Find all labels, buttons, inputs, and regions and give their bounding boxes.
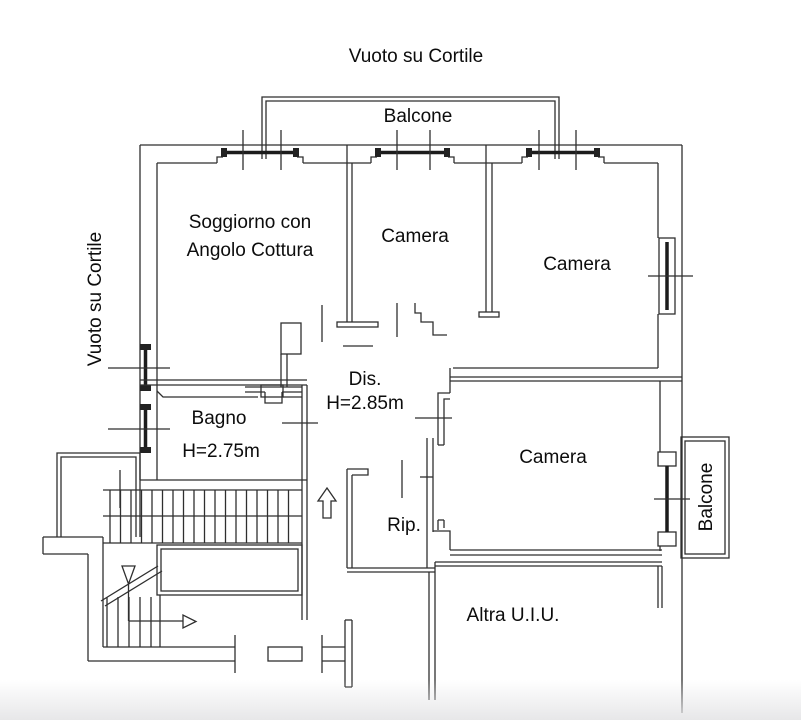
label-living-room: Soggiorno con Angolo Cottura xyxy=(160,209,340,265)
kitchen-pier xyxy=(245,322,302,404)
label-bathroom: Bagno xyxy=(191,408,247,429)
balcony-right-outline xyxy=(680,436,730,559)
label-bathroom-height: H=2.75m xyxy=(182,441,260,462)
stairwell xyxy=(100,489,303,647)
wall-living-south xyxy=(140,379,307,386)
bathroom-walls xyxy=(140,384,307,481)
wall-bedroom3-west xyxy=(433,392,451,550)
stair-direction-arrow-icon xyxy=(121,565,198,630)
label-bedroom-right: Camera xyxy=(543,254,611,275)
window-left-upper xyxy=(108,344,170,391)
label-living-room-line2: Angolo Cottura xyxy=(186,240,314,261)
storage-walls xyxy=(346,438,435,573)
entrance-up-arrow-icon xyxy=(316,486,338,519)
label-hallway: Dis. xyxy=(348,369,382,390)
balcony-top-outline xyxy=(261,96,560,159)
label-balcony-right: Balcone xyxy=(696,462,717,532)
other-unit-boundary xyxy=(428,561,663,700)
wall-bedroom3-south xyxy=(450,549,662,556)
label-courtyard-left: Vuoto su Cortile xyxy=(85,231,106,367)
exterior-walls xyxy=(139,144,683,713)
window-top-living xyxy=(221,130,299,170)
partition-living-bedroom1 xyxy=(336,145,379,328)
label-other-unit: Altra U.I.U. xyxy=(466,605,560,626)
partition-bedroom1-bedroom2 xyxy=(478,145,500,318)
door-right-bedroom3 xyxy=(654,451,690,547)
label-storage: Rip. xyxy=(387,515,421,536)
window-top-bedroom1 xyxy=(375,130,450,170)
balcony-left-outline xyxy=(56,452,141,537)
stair-treads-lower xyxy=(106,595,161,647)
label-courtyard-top: Vuoto su Cortile xyxy=(348,46,484,67)
label-balcony-top: Balcone xyxy=(383,106,453,127)
corridor-walls xyxy=(301,385,353,688)
stair-treads-upper xyxy=(109,490,290,543)
window-left-lower xyxy=(108,404,170,453)
window-right-bedroom2 xyxy=(648,237,693,315)
hallway-door-marks xyxy=(119,303,452,508)
wall-bedroom2-bedroom3 xyxy=(449,367,682,393)
stair-break-line xyxy=(100,565,163,607)
label-living-room-line1: Soggiorno con xyxy=(188,212,312,233)
entrance-threshold xyxy=(267,646,303,662)
window-top-bedroom2 xyxy=(526,130,600,170)
elevator xyxy=(156,544,303,596)
lower-left-walls xyxy=(42,536,345,673)
label-hallway-height: H=2.85m xyxy=(326,393,404,414)
label-bedroom-top: Camera xyxy=(381,226,449,247)
label-bedroom-bottom: Camera xyxy=(519,447,587,468)
label-hallway-group: Dis. H=2.85m xyxy=(305,368,425,416)
